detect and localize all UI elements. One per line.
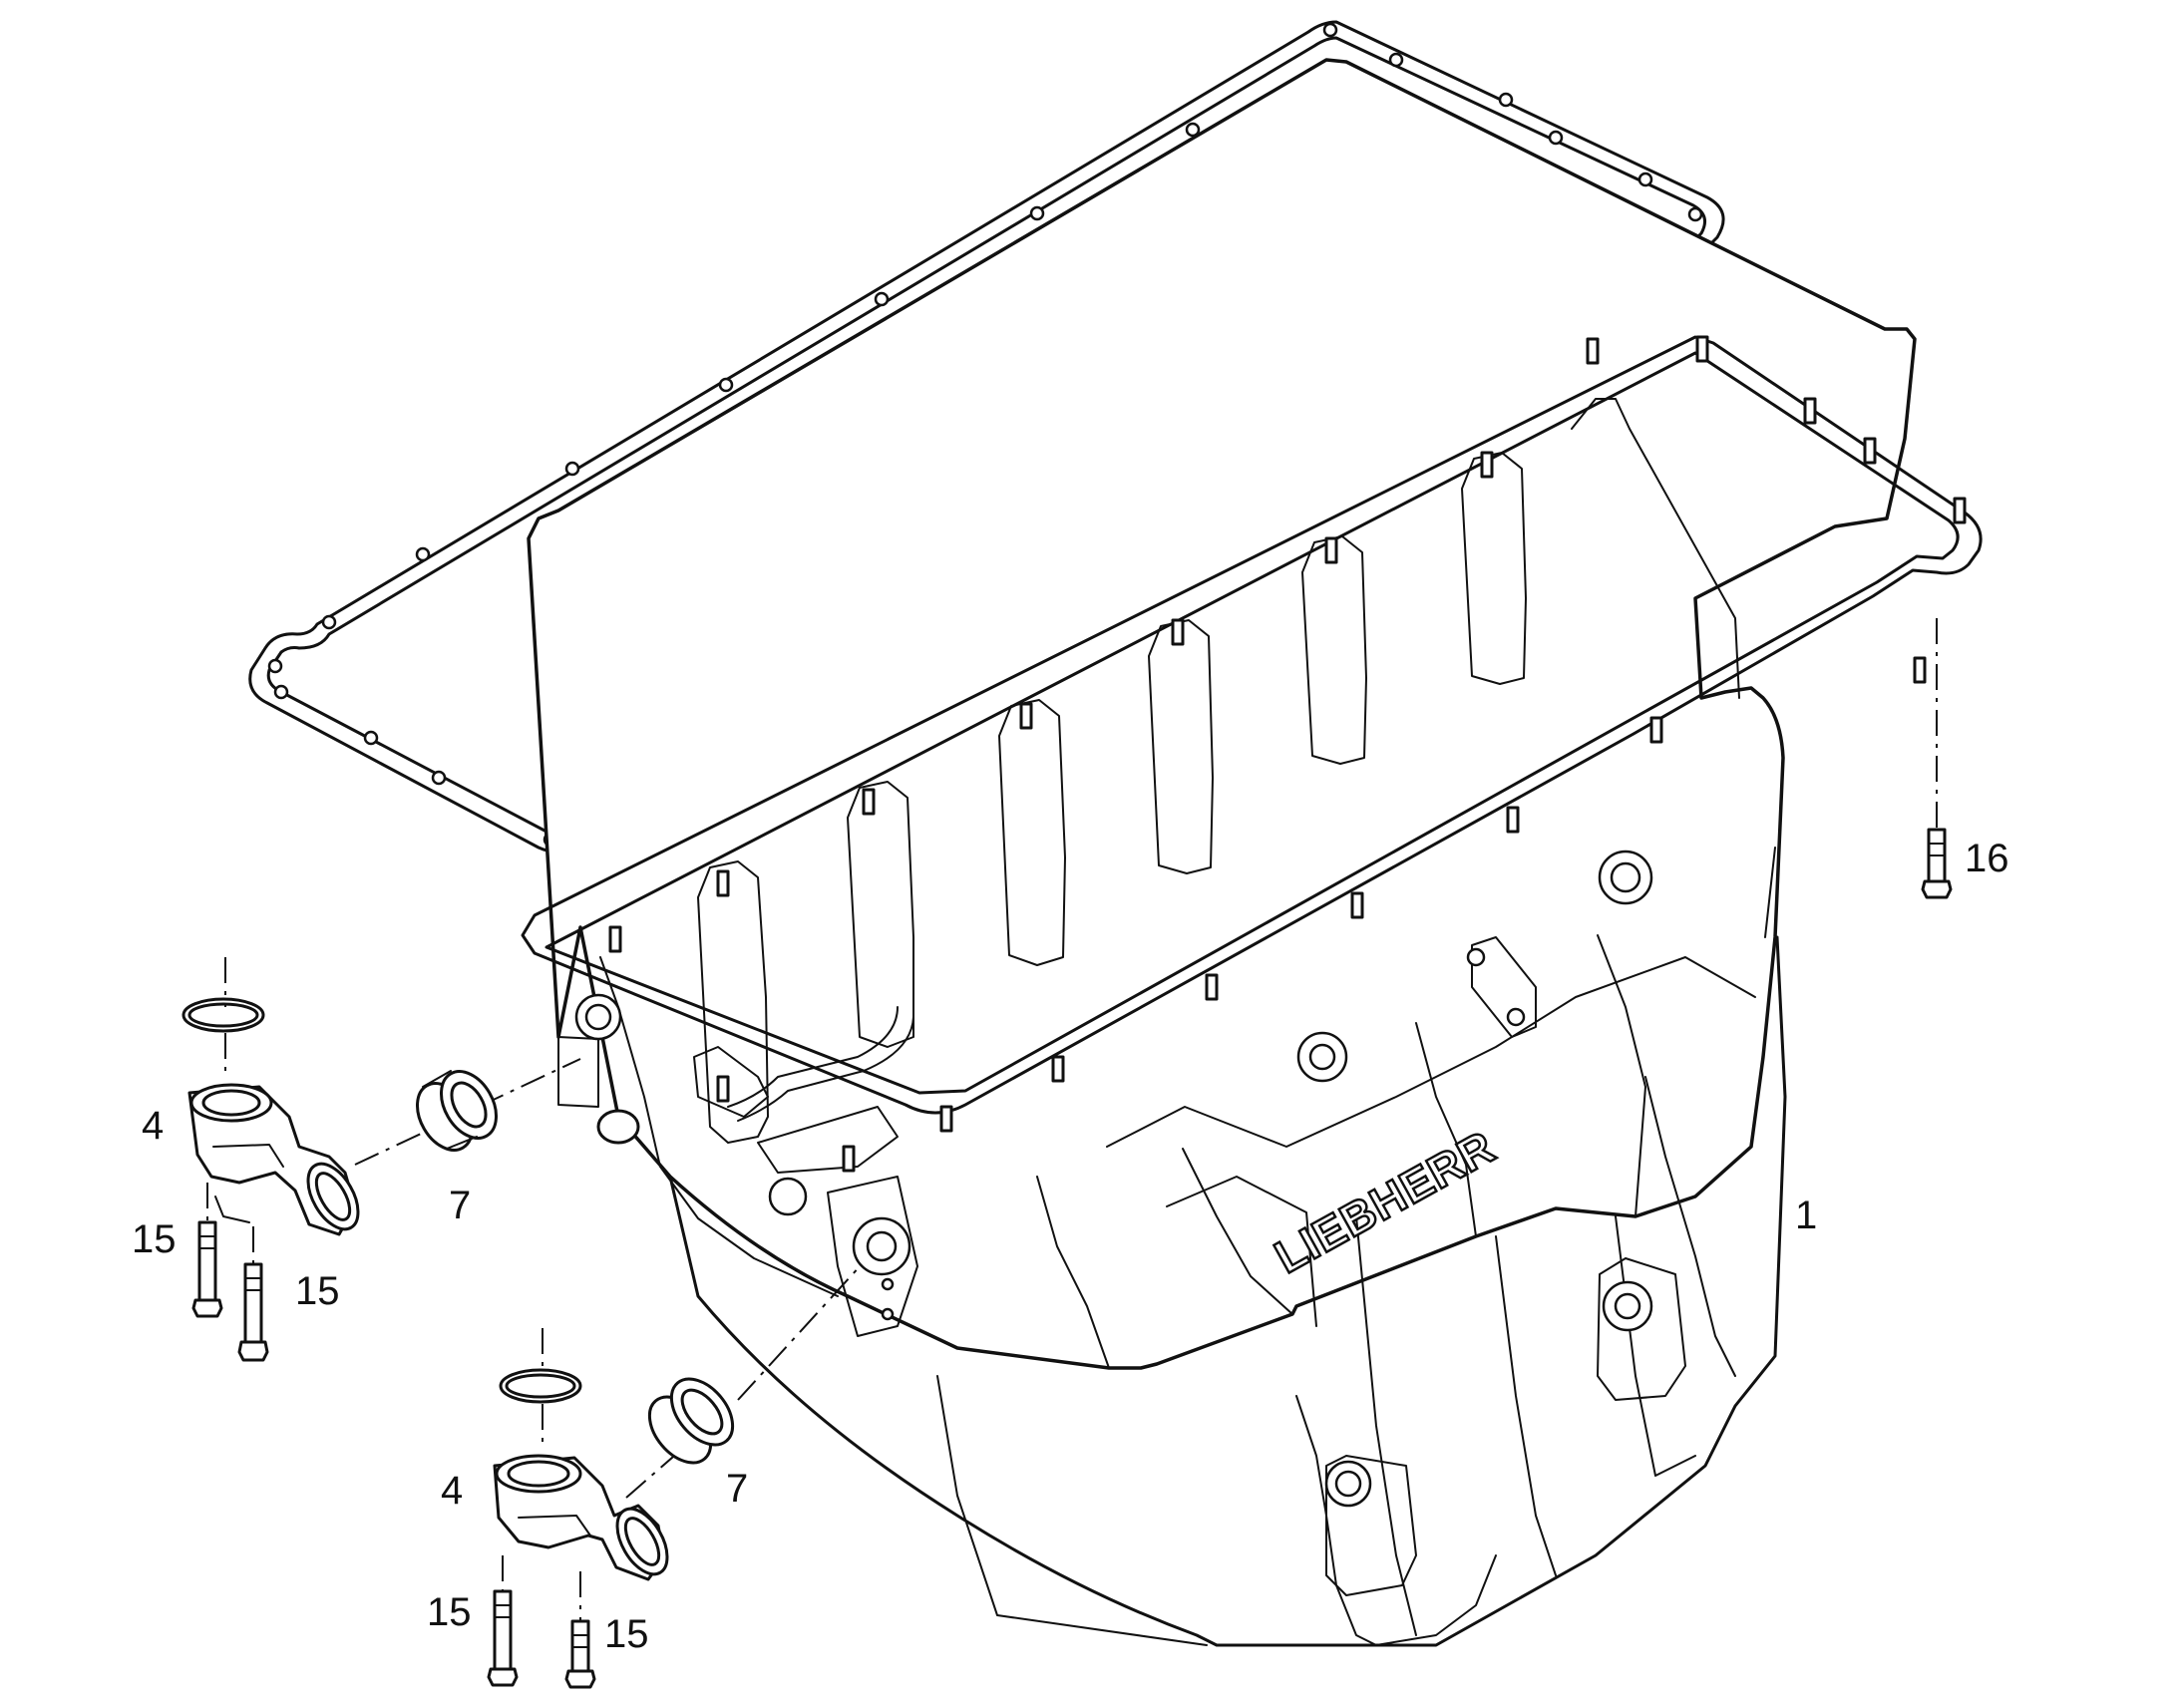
drain-plug-front bbox=[1324, 1455, 1417, 1596]
sleeve-upper bbox=[416, 1070, 498, 1152]
oil-pan: LIEBHERR bbox=[521, 58, 1983, 1647]
elbow-fitting-lower bbox=[493, 1454, 669, 1581]
sleeve-lower bbox=[647, 1377, 735, 1465]
callout-labels: 1 16 4 7 15 15 4 7 15 15 bbox=[132, 837, 2009, 1656]
drain-plug-side bbox=[1597, 1257, 1686, 1401]
bolt-upper-right bbox=[237, 1262, 269, 1362]
bolt-lower-right bbox=[564, 1619, 596, 1689]
callout-15-lower-left: 15 bbox=[427, 1590, 472, 1634]
bolt-upper-left bbox=[191, 1220, 223, 1318]
callout-7-upper: 7 bbox=[449, 1184, 471, 1227]
bolt-16 bbox=[1921, 618, 1953, 899]
o-ring-upper bbox=[182, 997, 265, 1033]
lower-fitting-assembly bbox=[487, 1263, 863, 1689]
bolt-lower-left bbox=[487, 1589, 519, 1687]
callout-4-upper: 4 bbox=[142, 1104, 164, 1148]
callout-15-upper-right: 15 bbox=[295, 1269, 340, 1313]
upper-fitting-assembly bbox=[182, 957, 581, 1362]
flange-studs bbox=[608, 335, 1967, 1173]
callout-4-lower: 4 bbox=[441, 1469, 463, 1513]
elbow-fitting-upper bbox=[187, 1083, 360, 1236]
callout-15-upper-left: 15 bbox=[132, 1217, 177, 1261]
callout-7-lower: 7 bbox=[726, 1467, 748, 1511]
callout-16: 16 bbox=[1965, 837, 2009, 880]
o-ring-lower bbox=[499, 1368, 582, 1404]
callout-1: 1 bbox=[1795, 1194, 1817, 1237]
oil-pan-left-port bbox=[557, 993, 918, 1337]
callout-15-lower-right: 15 bbox=[604, 1612, 649, 1656]
